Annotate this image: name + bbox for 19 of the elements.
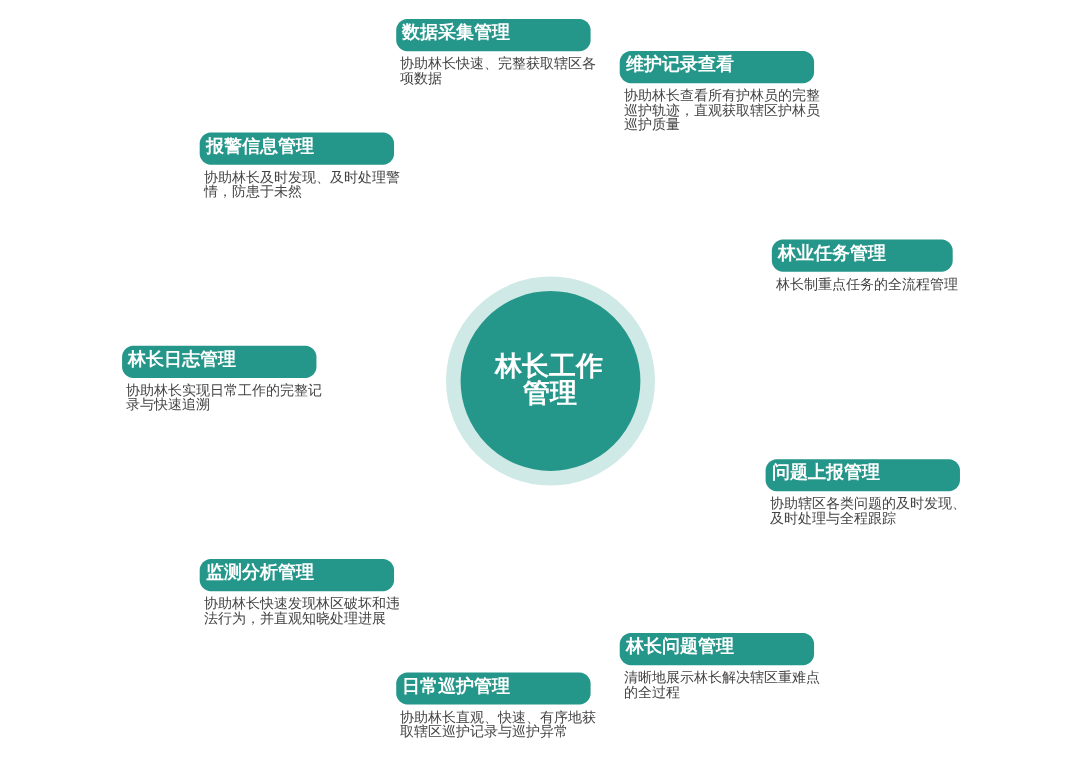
- node-label: 清晰地展示林长解决辖区重难点的全过程: [623, 669, 820, 700]
- node-label: 协助林长直观、快速、有序地获取辖区巡护记录与巡护异常: [399, 708, 596, 740]
- node-circle: 林长工作管理: [445, 276, 655, 486]
- node-label: 协助辖区各类问题的及时发现、及时处理与全程跟踪: [769, 495, 966, 526]
- node-label: 协助林长及时发现、及时处理警情，防患于未然: [203, 168, 400, 200]
- node-box: 问题上报管理: [765, 459, 960, 492]
- node-box: 林长问题管理: [619, 633, 814, 666]
- node-label: 林长制重点任务的全流程管理: [775, 275, 958, 292]
- node-label: 协助林长查看所有护林员的完整巡护轨迹，直观获取辖区护林员巡护质量: [623, 87, 820, 133]
- node-box: 维护记录查看: [619, 51, 814, 84]
- node-box: 监测分析管理: [199, 558, 394, 592]
- node-box: 数据采集管理: [395, 18, 591, 52]
- node-label: 协助林长快速发现林区破坏和违法行为，并直观知晓处理进展: [203, 595, 400, 626]
- node-box: 日常巡护管理: [395, 672, 591, 705]
- node-box: 林长日志管理: [121, 345, 316, 378]
- node-label: 协助林长快速、完整获取辖区各项数据: [399, 55, 596, 86]
- node-label: 协助林长实现日常工作的完整记录与快速追溯: [125, 381, 322, 413]
- node-box: 林业任务管理: [771, 239, 953, 272]
- node-box: 报警信息管理: [199, 132, 394, 165]
